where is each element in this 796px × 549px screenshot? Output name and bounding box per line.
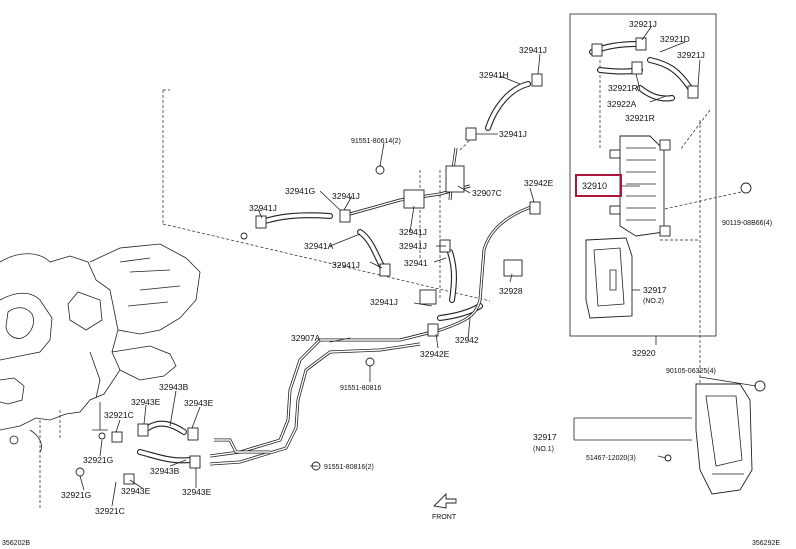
label-32941A[interactable]: 32941A xyxy=(304,241,334,251)
oil-cooler-assembly-box xyxy=(569,13,717,337)
label-32941J-a[interactable]: 32941J xyxy=(519,45,547,55)
label-32921J-right[interactable]: 32921J xyxy=(677,50,705,60)
label-32921G-2[interactable]: 32921G xyxy=(61,490,91,500)
label-32921R[interactable]: 32921R xyxy=(608,83,638,93)
label-32917-bot[interactable]: 32917 xyxy=(533,432,557,442)
label-32943E-a[interactable]: 32943E xyxy=(131,397,161,407)
label-32941J-f[interactable]: 32941J xyxy=(399,241,427,251)
label-32928[interactable]: 32928 xyxy=(499,286,523,296)
diagram-code-right: 356292E xyxy=(752,540,780,547)
label-32922A[interactable]: 32922A xyxy=(607,99,637,109)
label-32910[interactable]: 32910 xyxy=(582,181,607,191)
label-32917-no2: (NO.2) xyxy=(643,298,664,305)
diagram-code-left: 356202B xyxy=(2,540,30,547)
label-32941G[interactable]: 32941G xyxy=(285,186,315,196)
label-32941H[interactable]: 32941H xyxy=(479,70,509,80)
label-32920[interactable]: 32920 xyxy=(632,348,656,358)
label-91551-80816[interactable]: 91551-80816 xyxy=(340,385,381,392)
label-32942E-bot[interactable]: 32942E xyxy=(420,349,450,359)
label-32917-no1: (NO.1) xyxy=(533,446,554,453)
label-32943E-d[interactable]: 32943E xyxy=(182,487,212,497)
label-90119-08B66[interactable]: 90119-08B66(4) xyxy=(722,220,772,227)
label-32943E-c[interactable]: 32943E xyxy=(121,486,151,496)
label-32907A[interactable]: 32907A xyxy=(291,333,321,343)
bracket-no1 xyxy=(695,383,753,495)
front-label: FRONT xyxy=(432,514,457,521)
label-32917-top[interactable]: 32917 xyxy=(643,285,667,295)
bracket-no2 xyxy=(585,237,633,319)
transmission-outline xyxy=(0,243,201,453)
label-32941J-c[interactable]: 32941J xyxy=(332,191,360,201)
label-32943E-b[interactable]: 32943E xyxy=(184,398,214,408)
highlighted-part-32910-box[interactable] xyxy=(575,174,622,197)
part-labels: 32921J 32921D 32941J 32921J 32941H 32921… xyxy=(2,19,780,547)
label-32941J-g[interactable]: 32941J xyxy=(332,260,360,270)
label-32941J-d[interactable]: 32941J xyxy=(249,203,277,213)
leader-lines xyxy=(79,26,757,507)
label-32943B-top[interactable]: 32943B xyxy=(159,382,189,392)
label-32941J-h[interactable]: 32941J xyxy=(370,297,398,307)
label-91551-80614[interactable]: 91551-80614(2) xyxy=(351,138,401,145)
label-32943B-bot[interactable]: 32943B xyxy=(150,466,180,476)
label-32941J-e[interactable]: 32941J xyxy=(399,227,427,237)
clamps xyxy=(75,37,766,485)
label-32907C[interactable]: 32907C xyxy=(472,188,502,198)
label-32921D[interactable]: 32921D xyxy=(660,34,690,44)
label-32942[interactable]: 32942 xyxy=(455,335,479,345)
label-51467-12020[interactable]: 51467-12020(3) xyxy=(586,455,636,462)
label-32941[interactable]: 32941 xyxy=(404,258,428,268)
label-32942E-top[interactable]: 32942E xyxy=(524,178,554,188)
label-91551-80816-2[interactable]: 91551-80816(2) xyxy=(324,464,374,471)
label-32921C-a[interactable]: 32921C xyxy=(104,410,134,420)
label-90105-06325[interactable]: 90105-06325(4) xyxy=(666,368,716,375)
label-32941J-b[interactable]: 32941J xyxy=(499,129,527,139)
label-32921G[interactable]: 32921G xyxy=(83,455,113,465)
label-32921R-2[interactable]: 32921R xyxy=(625,113,655,123)
label-32921C-b[interactable]: 32921C xyxy=(95,506,125,516)
oil-cooler-core xyxy=(609,135,671,237)
label-32921J-top[interactable]: 32921J xyxy=(629,19,657,29)
front-arrow: FRONT xyxy=(432,492,457,521)
